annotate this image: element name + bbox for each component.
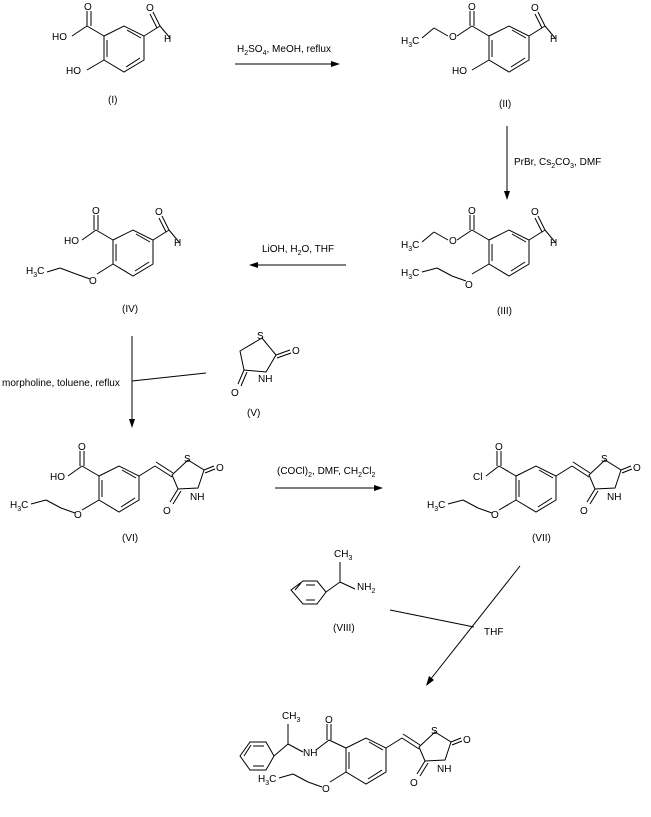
- atom-o: O: [580, 506, 588, 517]
- atom-o: O: [531, 3, 539, 14]
- compound-ii: O O H3C HO O H (II): [401, 2, 557, 110]
- atom-o: O: [491, 510, 499, 521]
- atom-o: O: [78, 442, 86, 453]
- atom-o: O: [74, 510, 82, 521]
- compound-label-iii: (III): [497, 306, 512, 317]
- compound-label-vi: (VI): [122, 533, 138, 544]
- reagent-step4: morpholine, toluene, reflux: [2, 378, 120, 389]
- atom-nh2: NH2: [357, 582, 375, 595]
- compound-v: S O NH O (V): [231, 331, 300, 419]
- atom-o: O: [531, 207, 539, 218]
- atom-o: O: [89, 276, 97, 287]
- atom-o: O: [84, 2, 92, 13]
- atom-nh: NH: [607, 492, 621, 503]
- atom-o: O: [449, 32, 457, 43]
- atom-h: H: [164, 34, 171, 45]
- compound-label-iv: (IV): [122, 304, 138, 315]
- compound-label-viii: (VIII): [333, 623, 355, 634]
- atom-h3c: H3C: [10, 500, 28, 513]
- reagent-step3: LiOH, H2O, THF: [262, 244, 334, 257]
- atom-s: S: [257, 331, 264, 342]
- atom-o: O: [495, 442, 503, 453]
- atom-o: O: [633, 463, 641, 474]
- atom-cl: Cl: [473, 472, 482, 483]
- compound-vii: O Cl O H3C S O NH O (VII): [427, 442, 641, 544]
- compound-label-ii: (II): [499, 99, 511, 110]
- atom-h: H: [174, 238, 181, 249]
- reaction-arrow-step4: morpholine, toluene, reflux: [2, 336, 207, 428]
- reagent-step2: PrBr, Cs2CO3, DMF: [514, 157, 601, 170]
- atom-h3c: H3C: [427, 500, 445, 513]
- atom-o: O: [468, 2, 476, 13]
- final-product: CH3 NH O O H3C S O NH O: [239, 711, 471, 795]
- atom-h3c: H3C: [258, 774, 276, 787]
- atom-ch3: CH3: [282, 711, 300, 724]
- atom-h3c: H3C: [26, 266, 44, 279]
- atom-ho: HO: [52, 32, 67, 43]
- atom-oh: HO: [66, 66, 81, 77]
- reaction-arrow-step2: PrBr, Cs2CO3, DMF: [504, 126, 601, 200]
- compound-viii: CH3 NH2 (VIII): [290, 549, 375, 634]
- atom-h3c: H3C: [401, 36, 419, 49]
- atom-nh: NH: [303, 748, 317, 759]
- atom-o: O: [322, 784, 330, 795]
- atom-ch3: CH3: [334, 549, 352, 562]
- reaction-arrow-step5: (COCl)2, DMF, CH2Cl2: [275, 466, 383, 491]
- atom-o: O: [292, 346, 300, 357]
- reaction-arrow-step1: H2SO4, MeOH, reflux: [235, 44, 340, 67]
- atom-ho: HO: [452, 66, 467, 77]
- atom-nh: NH: [258, 374, 272, 385]
- atom-h3c: H3C: [401, 240, 419, 253]
- atom-h: H: [550, 34, 557, 45]
- reaction-arrow-step3: LiOH, H2O, THF: [249, 244, 346, 268]
- atom-o: O: [231, 388, 239, 399]
- atom-o: O: [155, 207, 163, 218]
- atom-ho: HO: [50, 472, 65, 483]
- reagent-step5: (COCl)2, DMF, CH2Cl2: [277, 466, 375, 479]
- atom-nh: NH: [190, 492, 204, 503]
- atom-h3c: H3C: [401, 268, 419, 281]
- atom-o: O: [163, 506, 171, 517]
- atom-ho: HO: [64, 236, 79, 247]
- atom-h: H: [550, 238, 557, 249]
- reagent-step1: H2SO4, MeOH, reflux: [237, 44, 331, 57]
- compound-vi: O HO O H3C S O NH O (VI): [10, 442, 224, 544]
- atom-s: S: [601, 454, 608, 465]
- compound-iv: O HO O H3C O H (IV): [26, 206, 181, 315]
- atom-s: S: [431, 726, 438, 737]
- atom-o: O: [92, 206, 100, 217]
- compound-i: O HO HO O H (I): [52, 2, 171, 106]
- atom-o: O: [410, 778, 418, 789]
- compound-label-i: (I): [108, 95, 117, 106]
- atom-o: O: [216, 463, 224, 474]
- atom-o: O: [465, 280, 473, 291]
- atom-nh: NH: [437, 764, 451, 775]
- compound-label-v: (V): [247, 408, 260, 419]
- atom-o: O: [325, 715, 333, 726]
- compound-label-vii: (VII): [532, 533, 551, 544]
- atom-o: O: [146, 3, 154, 14]
- atom-o: O: [468, 206, 476, 217]
- reaction-arrow-step6: THF: [389, 565, 521, 686]
- atom-o: O: [463, 735, 471, 746]
- compound-iii: O O H3C O H3C O H (III): [401, 206, 557, 317]
- atom-s: S: [184, 454, 191, 465]
- reagent-step6: THF: [484, 627, 503, 638]
- atom-o: O: [449, 236, 457, 247]
